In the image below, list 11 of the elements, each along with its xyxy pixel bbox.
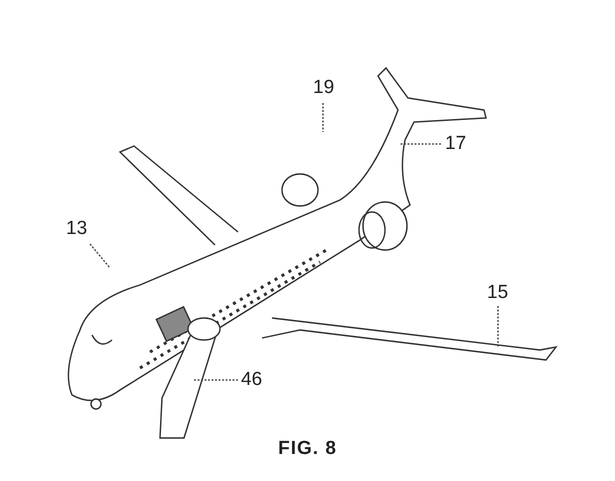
callout-number: 13	[66, 219, 88, 239]
callout-number: 15	[487, 283, 508, 303]
leader-line	[497, 306, 499, 348]
figure-caption: FIG. 8	[277, 438, 338, 460]
callout-number: 46	[241, 370, 262, 390]
leader-line	[322, 103, 324, 132]
leader-line	[90, 244, 110, 268]
leader-line	[194, 379, 238, 381]
callout-number: 17	[445, 134, 466, 154]
leader-line	[400, 143, 441, 145]
callout-number: 19	[313, 78, 334, 98]
